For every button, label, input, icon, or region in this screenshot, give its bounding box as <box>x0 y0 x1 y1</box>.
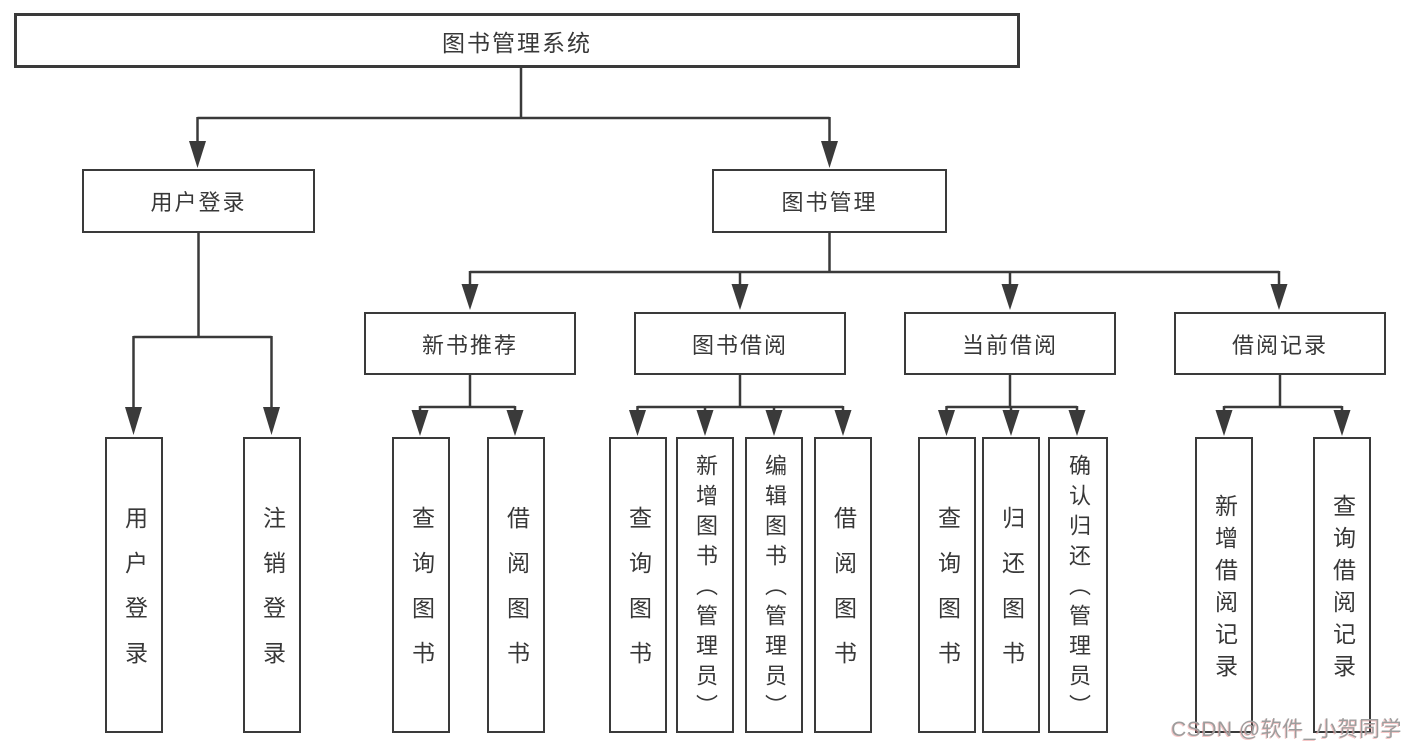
leaf-borrow-book: 借阅图书 <box>814 437 872 733</box>
node-root-label: 图书管理系统 <box>442 29 592 56</box>
node-book-borrow: 图书借阅 <box>634 312 846 375</box>
leaf-borrow-query-book: 查询图书 <box>609 437 667 733</box>
node-user-login-label: 用户登录 <box>150 190 247 215</box>
leaf-add-book-admin: 新增图书（管理员） <box>676 437 734 733</box>
node-book-manage-label: 图书管理 <box>781 190 878 215</box>
leaf-confirm-return-admin: 确认归还（管理员） <box>1048 437 1108 733</box>
node-book-borrow-label: 图书借阅 <box>691 332 788 358</box>
leaf-recommend-borrow-book: 借阅图书 <box>487 437 545 733</box>
csdn-watermark: CSDN @软件_小贺同学 <box>1171 718 1402 741</box>
node-new-book-recommend: 新书推荐 <box>364 312 576 375</box>
leaf-return-book: 归还图书 <box>982 437 1040 733</box>
leaf-recommend-query-book: 查询图书 <box>392 437 450 733</box>
node-current-borrow-label: 当前借阅 <box>961 332 1058 358</box>
node-book-manage: 图书管理 <box>712 169 947 233</box>
node-borrow-records-label: 借阅记录 <box>1231 332 1328 358</box>
leaf-add-borrow-record: 新增借阅记录 <box>1195 437 1253 733</box>
node-current-borrow: 当前借阅 <box>904 312 1116 375</box>
leaf-user-login: 用户登录 <box>105 437 163 733</box>
node-root: 图书管理系统 <box>14 13 1020 68</box>
leaf-logout: 注销登录 <box>243 437 301 733</box>
node-borrow-records: 借阅记录 <box>1174 312 1386 375</box>
leaf-current-query-book: 查询图书 <box>918 437 976 733</box>
leaf-edit-book-admin: 编辑图书（管理员） <box>745 437 803 733</box>
node-new-book-recommend-label: 新书推荐 <box>421 332 518 358</box>
leaf-query-borrow-record: 查询借阅记录 <box>1313 437 1371 733</box>
node-user-login: 用户登录 <box>82 169 315 233</box>
